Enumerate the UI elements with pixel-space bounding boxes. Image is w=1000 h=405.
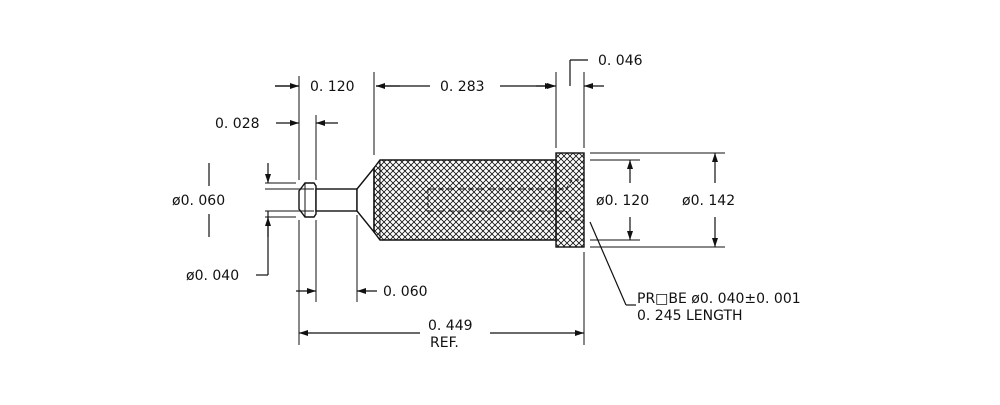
neck — [315, 188, 358, 212]
dimension-labels: 0. 120 0. 283 0. 046 0. 028 ø0. 060 ø0. … — [172, 53, 801, 351]
label-overall-length: 0. 449 — [428, 318, 473, 334]
taper — [356, 166, 375, 234]
probe-bore-hidden — [427, 179, 584, 221]
barrel — [373, 159, 557, 241]
label-neck-diameter: ø0. 040 — [186, 268, 239, 284]
flange — [555, 152, 585, 248]
label-head-length: 0. 120 — [310, 79, 355, 95]
label-barrel-diameter: ø0. 120 — [596, 193, 649, 209]
probe-callout-line2: 0. 245 LENGTH — [637, 308, 743, 324]
label-tip-width: 0. 028 — [215, 116, 260, 132]
label-overall-ref: REF. — [430, 335, 459, 351]
label-flange-width: 0. 046 — [598, 53, 643, 69]
part-outline — [298, 152, 585, 248]
dimension-lines — [208, 59, 718, 336]
label-neck-length: 0. 060 — [383, 284, 428, 300]
tip-head — [298, 182, 317, 218]
label-tip-diameter: ø0. 060 — [172, 193, 225, 209]
label-flange-diameter: ø0. 142 — [682, 193, 735, 209]
probe-callout-line1: PR□BE ø0. 040±0. 001 — [637, 291, 801, 307]
label-barrel-length: 0. 283 — [440, 79, 485, 95]
